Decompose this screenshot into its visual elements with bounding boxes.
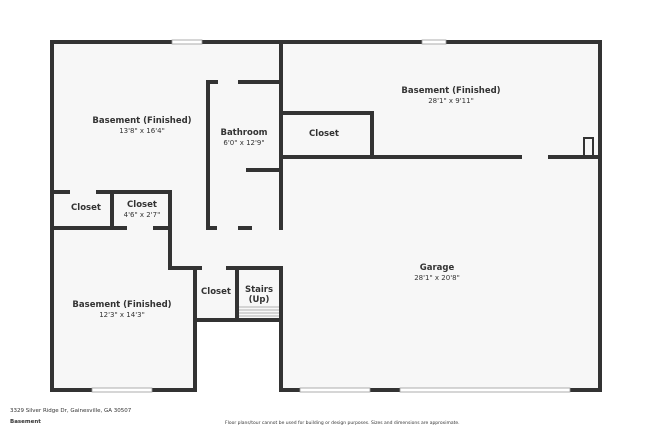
room-name: Garage (419, 263, 455, 273)
stairs (239, 306, 279, 317)
room-closet-4: Closet (201, 287, 231, 297)
room-name: Closet (127, 200, 157, 210)
room-name: Stairs (244, 285, 274, 295)
room-name: Closet (201, 287, 231, 297)
windows (91, 39, 571, 393)
room-closet-1: Closet (309, 129, 339, 139)
floor-name: Basement (10, 419, 41, 425)
room-name: Basement (Finished) (92, 116, 192, 126)
room-dim: (Up) (248, 295, 270, 305)
room-dim: 13'8" x 16'4" (119, 127, 165, 135)
room-dim: 4'6" x 2'7" (123, 211, 161, 219)
room-dim: 28'1" x 20'8" (414, 274, 460, 282)
address: 3329 Silver Ridge Dr, Gainesville, GA 30… (10, 408, 132, 414)
room-dim: 6'0" x 12'9" (223, 139, 265, 147)
disclaimer: Floor plans/tour cannot be used for buil… (225, 421, 460, 426)
room-basement-1: Basement (Finished)13'8" x 16'4" (92, 116, 191, 135)
room-name: Basement (Finished) (401, 86, 501, 96)
room-name: Closet (71, 203, 101, 213)
room-stairs: Stairs(Up) (245, 285, 273, 305)
room-basement-2: Basement (Finished)28'1" x 9'11" (401, 86, 500, 105)
room-dim: 28'1" x 9'11" (428, 97, 474, 105)
room-closet-2: Closet (71, 203, 101, 213)
room-basement-3: Basement (Finished)12'3" x 14'3" (72, 300, 171, 319)
room-dim: 12'3" x 14'3" (99, 311, 145, 319)
room-name: Bathroom (220, 128, 268, 138)
room-name: Closet (309, 129, 339, 139)
room-name: Basement (Finished) (72, 300, 172, 310)
